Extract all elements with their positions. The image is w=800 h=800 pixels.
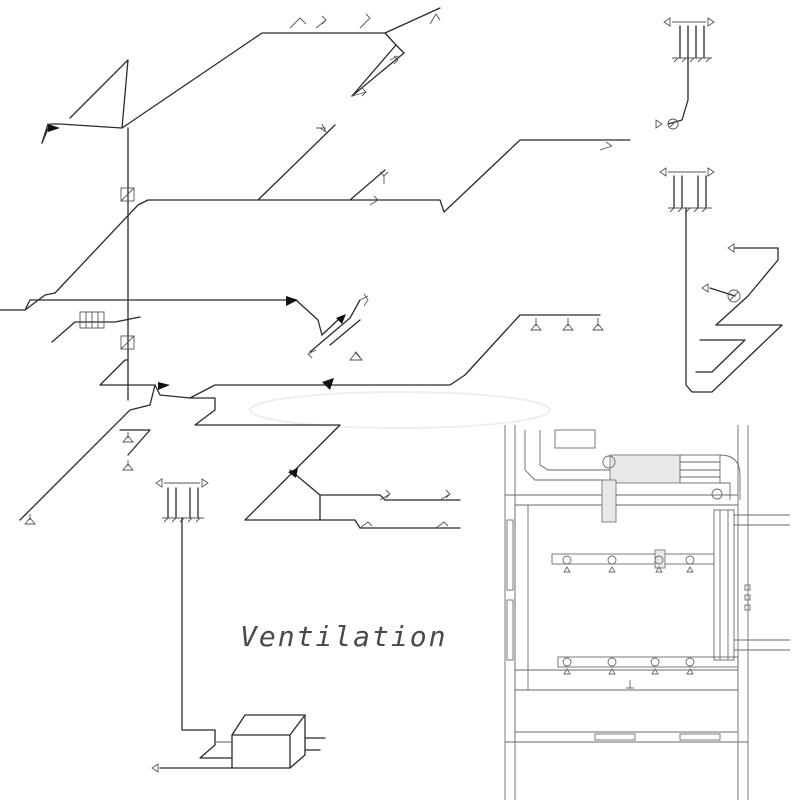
middle-duct-loop [0,123,631,359]
flow-arrow-icon [48,124,60,132]
flow-arrow-icon [158,382,170,390]
diffuser-row-lower [562,657,695,675]
fan-icon [727,289,741,303]
floor-plan [504,425,790,800]
main-riser [120,127,135,401]
diffuser-row-upper [562,555,695,573]
fan-icon [602,455,616,469]
damper-icon [120,187,135,202]
flow-arrow-icon [322,378,334,390]
top-duct-run [41,7,441,144]
flow-arrow-icon [288,468,298,478]
damper-icon [120,335,135,350]
air-handling-unit [151,714,326,773]
watermark [249,391,551,429]
riser-symbol-left [155,478,216,731]
lower-duct-loop [19,311,604,529]
drawing-title: Ventilation [240,620,448,653]
riser-symbol-top-right [655,17,715,130]
fan-icon [667,118,679,130]
riser-symbol-right [659,167,783,393]
flow-arrow-icon [336,314,346,324]
flow-arrow-icon [286,296,298,306]
